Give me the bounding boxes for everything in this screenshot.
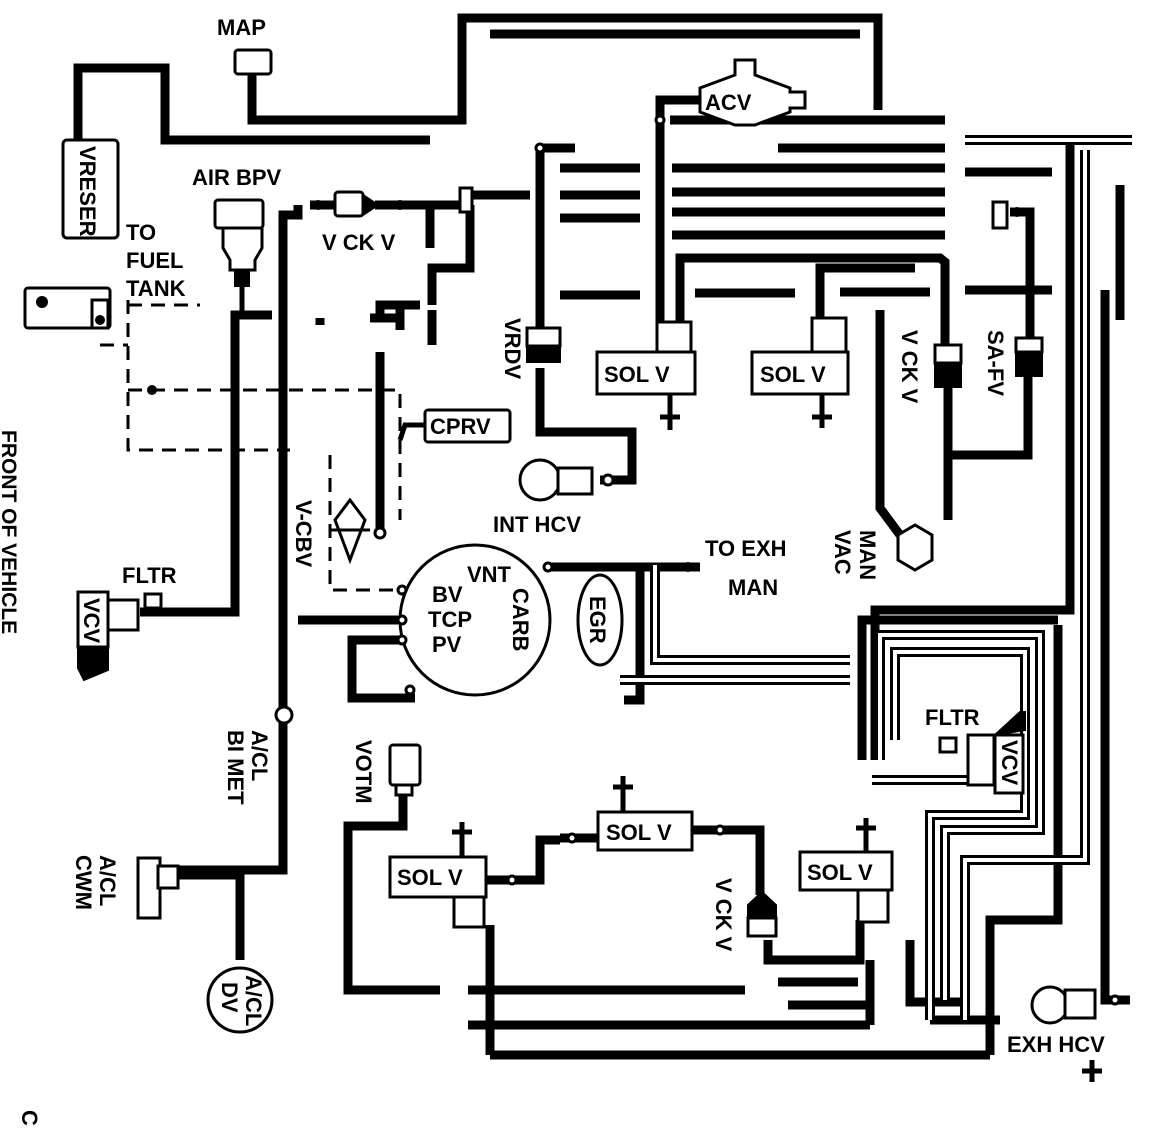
vrdv-label: VRDV (500, 318, 525, 379)
solenoid-valve-lower-mid: SOL V (566, 776, 726, 852)
to-fuel-tank-label: TO FUEL TANK (126, 220, 186, 301)
sol-v-lower-mid-label: SOL V (606, 820, 672, 845)
exhaust-heat-control-valve: EXH HCV (1007, 985, 1105, 1082)
pv-label: PV (432, 632, 462, 657)
to-exh-label: TO EXH (705, 536, 787, 561)
svg-text:BI MET: BI MET (223, 730, 248, 805)
vacuum-check-valve-lower: V CK V (711, 878, 778, 952)
vreser-label: VRESER (75, 146, 100, 237)
sa-fv-label: SA-FV (983, 330, 1008, 396)
cprv-label: CPRV (430, 414, 491, 439)
sol-v-upper-left-label: SOL V (604, 362, 670, 387)
figure-letter: C (17, 1110, 42, 1126)
intake-heat-control-valve: INT HCV (493, 458, 594, 537)
fltr-left-label: FLTR (122, 563, 177, 588)
air-control-valve: ACV (698, 58, 807, 127)
front-of-vehicle-label: FRONT OF VEHICLE (0, 430, 20, 634)
v-cbv-label: V-CBV (291, 500, 316, 568)
vcv-left-label: VCV (79, 598, 104, 644)
man-vac-vac-label: VAC (830, 530, 855, 575)
canister-purge-regulator-valve: CPRV (397, 408, 512, 444)
vacuum-control-valve-right: FLTR VCV (925, 705, 1026, 795)
acv-label: ACV (705, 90, 752, 115)
secondary-air-flow-valve: SA-FV (983, 330, 1044, 396)
vacuum-reservoir: VRESER (61, 138, 120, 240)
svg-text:A/CL: A/CL (241, 975, 266, 1026)
v-ck-v-top-label: V CK V (322, 230, 396, 255)
vacuum-operated-throttle-modulator: VOTM (351, 740, 422, 804)
man-label: MAN (728, 575, 778, 600)
sol-v-lower-right-label: SOL V (807, 860, 873, 885)
hose-connector (991, 200, 1009, 230)
vnt-label: VNT (467, 562, 512, 587)
hose-connector (458, 186, 474, 214)
exh-hcv-label: EXH HCV (1007, 1032, 1105, 1057)
map-label: MAP (217, 15, 266, 40)
vacuum-check-valve-right: V CK V (897, 330, 963, 404)
svg-text:DV: DV (217, 982, 242, 1013)
svg-text:CWM: CWM (71, 855, 96, 910)
air-cleaner-cold-weather-modulator: A/CL CWM (71, 855, 180, 920)
v-ck-v-lower-label: V CK V (711, 878, 736, 952)
egr-valve: EGR (576, 573, 624, 667)
votm-label: VOTM (351, 740, 376, 804)
fltr-right-label: FLTR (925, 705, 980, 730)
air-cleaner-bimetal: A/CL BI MET (223, 705, 294, 805)
outlined-hoses (620, 135, 1132, 1020)
carb-label: CARB (508, 588, 533, 652)
man-vac-man-label: MAN (855, 530, 880, 580)
solenoid-valve-upper-right: SOL V (750, 316, 850, 428)
air-bpv-label: AIR BPV (192, 165, 282, 190)
tcp-label: TCP (428, 607, 472, 632)
air-bypass-valve: AIR BPV (192, 165, 282, 317)
sol-v-lower-left-label: SOL V (397, 865, 463, 890)
svg-text:A/CL: A/CL (95, 855, 120, 906)
vacuum-check-valve-top: V CK V (313, 190, 405, 255)
manifold-vacuum: MAN VAC (830, 523, 934, 580)
to-exhaust-manifold: TO EXH MAN (705, 536, 787, 600)
sol-v-upper-right-label: SOL V (760, 362, 826, 387)
solenoid-valve-lower-left: SOL V (388, 822, 488, 929)
map-sensor: MAP (217, 15, 273, 76)
vacuum-regulator-delay-valve: VRDV (500, 318, 562, 379)
dashed-hoses (100, 300, 402, 592)
bv-label: BV (432, 582, 463, 607)
svg-text:TO: TO (126, 220, 156, 245)
vcv-right-label: VCV (997, 740, 1022, 786)
svg-text:A/CL: A/CL (247, 730, 272, 781)
int-hcv-label: INT HCV (493, 512, 581, 537)
solenoid-valve-lower-right: SOL V (798, 818, 894, 924)
hose-junctions (95, 114, 1121, 1006)
svg-text:TANK: TANK (126, 276, 186, 301)
solenoid-valve-upper-left: SOL V (595, 320, 697, 430)
egr-label: EGR (585, 596, 610, 644)
v-ck-v-right-label: V CK V (897, 330, 922, 404)
svg-text:FUEL: FUEL (126, 248, 183, 273)
vacuum-cutoff-bypass-valve: V-CBV (291, 497, 387, 568)
vacuum-control-valve-left: FLTR VCV (76, 563, 177, 682)
carburetor: VNT BV TCP PV CARB (396, 543, 552, 697)
air-cleaner-duct-valve: A/CL DV (206, 966, 274, 1034)
